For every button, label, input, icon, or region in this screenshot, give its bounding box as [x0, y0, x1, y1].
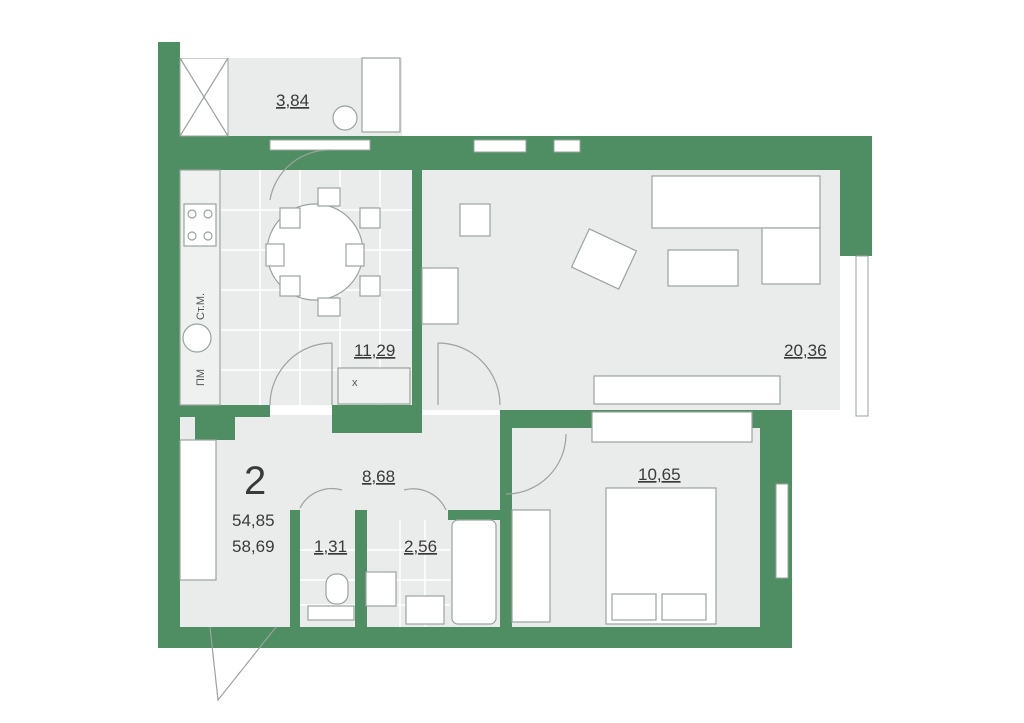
wc-area-label: 1,31	[314, 537, 347, 556]
living-area-label: 20,36	[784, 341, 827, 360]
hall-area-label: 8,68	[362, 467, 395, 486]
kitchen-area-label: 11,29	[354, 341, 395, 360]
balcony-area-label: 3,84	[276, 91, 309, 110]
bath-area-label: 2,56	[404, 537, 437, 556]
dishwasher-marker-label: ПМ	[195, 369, 207, 386]
total-area: 58,69	[232, 537, 275, 556]
bathroom-fixtures	[307, 519, 497, 625]
bedroom-furniture	[511, 411, 753, 625]
bedroom-area-label: 10,65	[638, 465, 681, 484]
living-furniture	[421, 175, 821, 405]
stove-marker-label: Ст.М.	[195, 293, 207, 320]
doors	[209, 149, 567, 702]
balcony	[180, 42, 402, 133]
windows	[179, 57, 869, 579]
living-area-total: 54,85	[232, 511, 275, 530]
kitchen-furniture	[179, 169, 411, 406]
hall-furniture	[179, 439, 217, 581]
cross-marker-label: x	[352, 377, 358, 389]
rooms-count: 2	[244, 459, 266, 503]
